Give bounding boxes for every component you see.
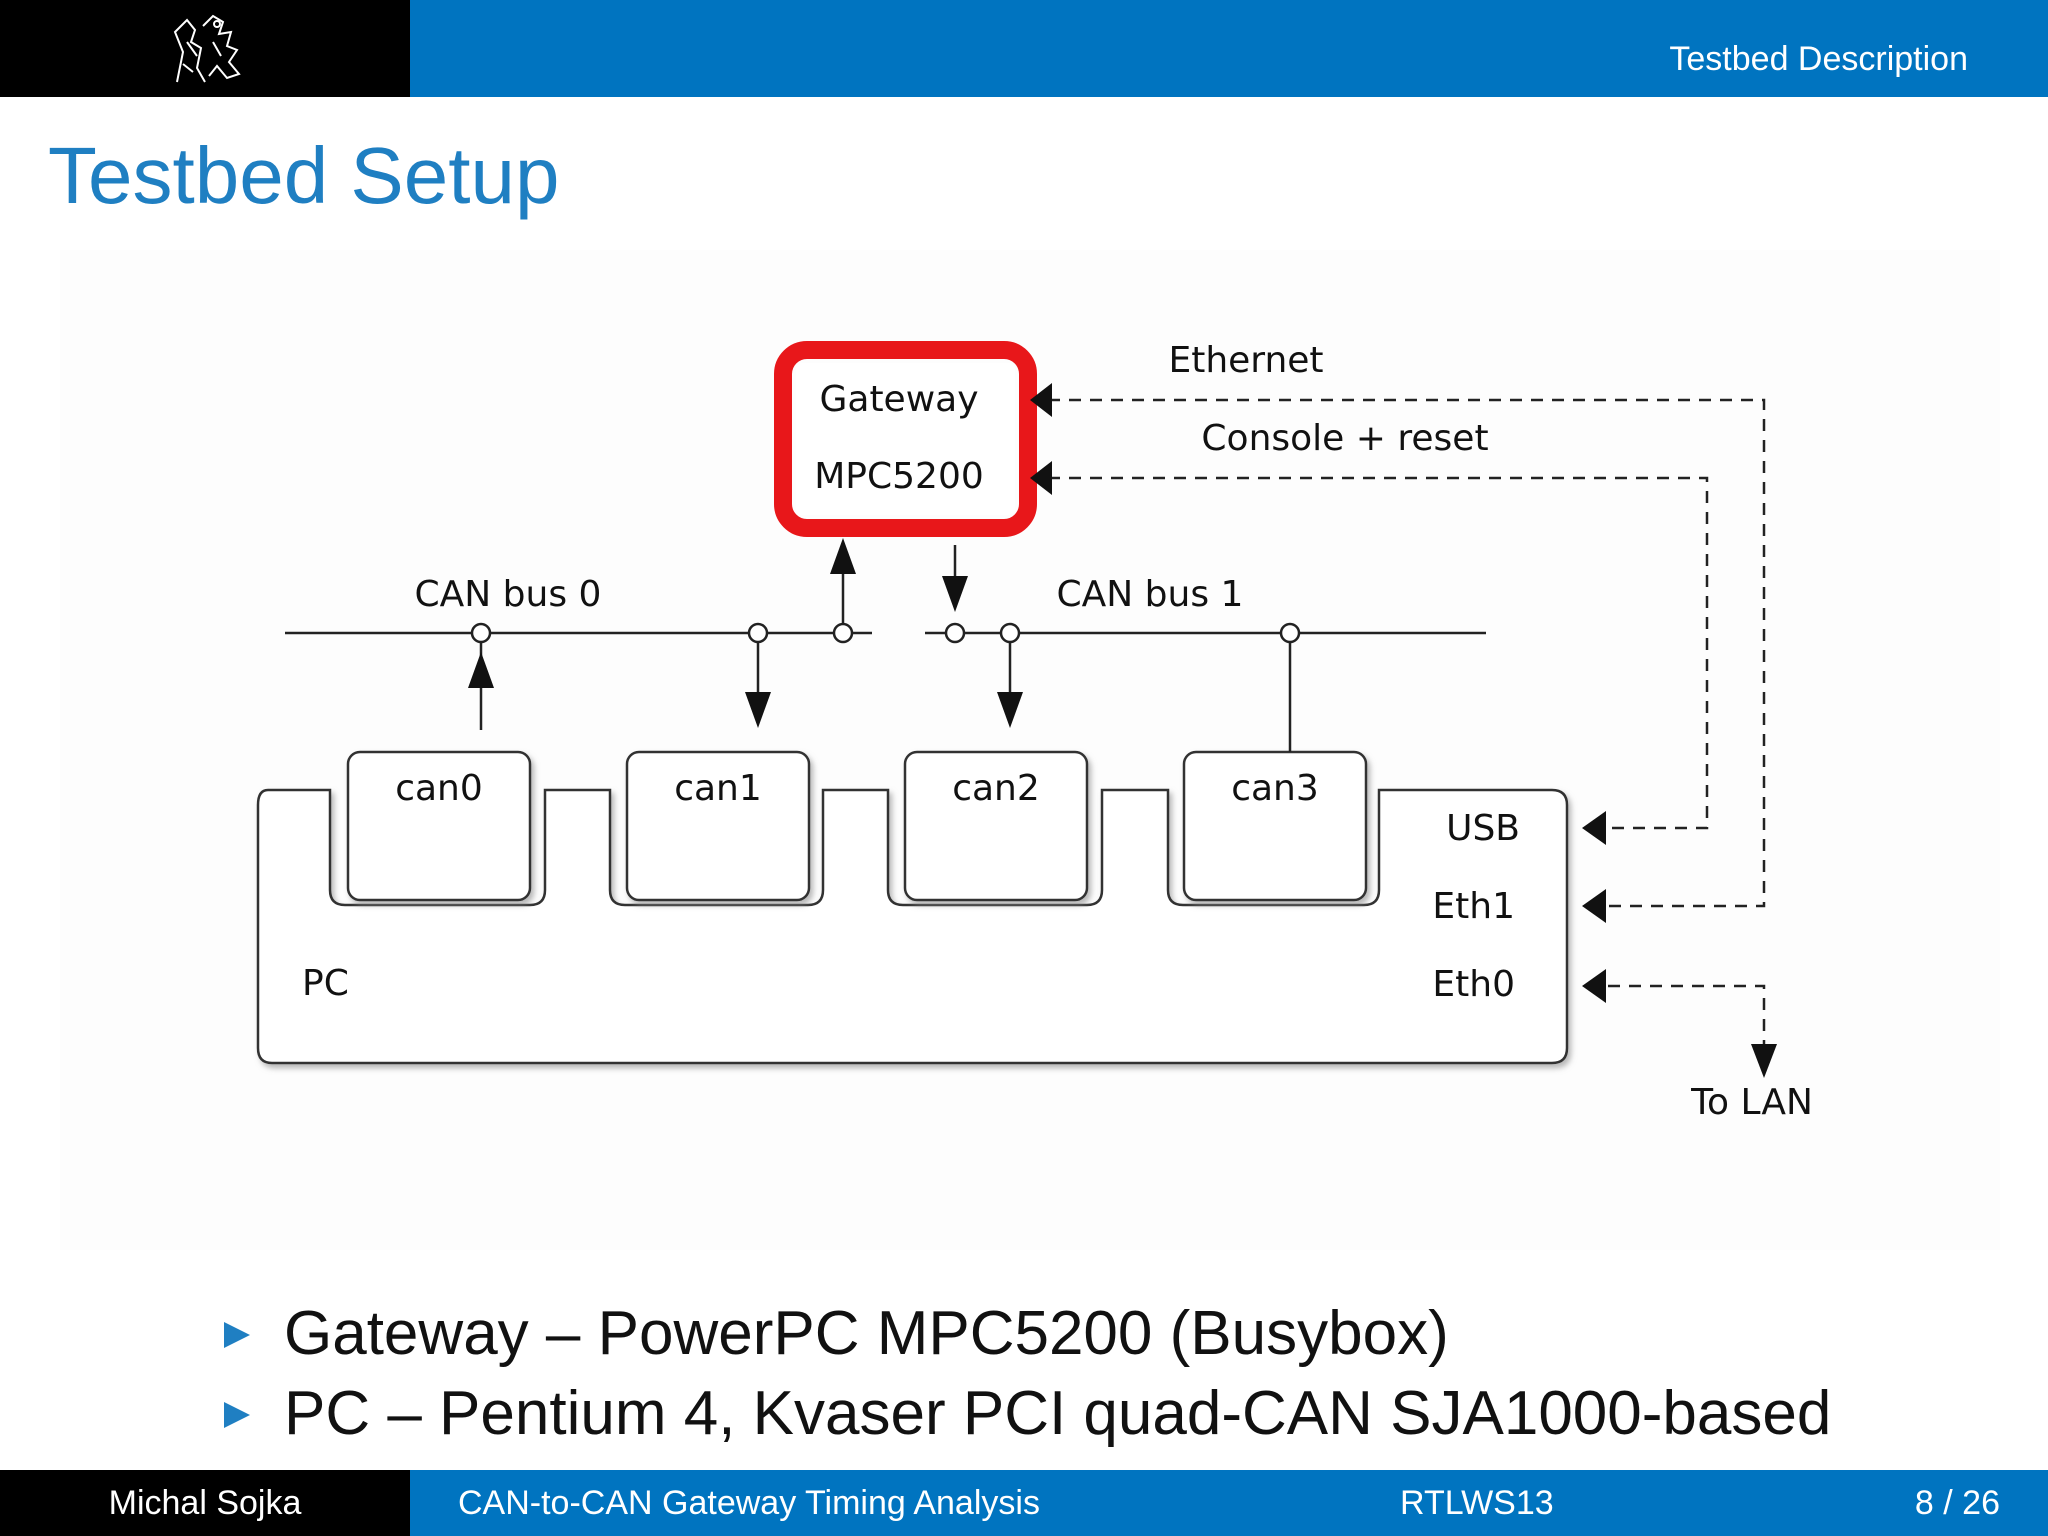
pc-chassis	[256, 788, 1569, 1065]
card-label-can3: can3	[1231, 768, 1319, 809]
arrow-up-can0	[468, 652, 494, 688]
bullet-triangle-icon	[224, 1402, 250, 1428]
bullet-item: PC – Pentium 4, Kvaser PCI quad-CAN SJA1…	[218, 1374, 1831, 1454]
console-label: Console + reset	[1201, 418, 1488, 459]
footer-author: Michal Sojka	[108, 1483, 302, 1522]
ethernet-link	[1048, 398, 1766, 908]
port-eth1-label: Eth1	[1432, 886, 1515, 927]
gateway-highlight	[774, 341, 1037, 537]
footer-conference: RTLWS13	[1400, 1484, 1554, 1522]
port-eth0-label: Eth0	[1432, 964, 1515, 1005]
ethernet-label: Ethernet	[1168, 340, 1323, 381]
arrow-down-gateway	[942, 576, 968, 612]
bus-tap-can1	[747, 622, 769, 644]
footer: Michal Sojka CAN-to-CAN Gateway Timing A…	[0, 1470, 2048, 1536]
to-lan-label: To LAN	[1690, 1082, 1813, 1123]
card-can0	[346, 750, 532, 902]
card-label-can2: can2	[952, 768, 1040, 809]
bus-tap-gateway-rx	[832, 622, 854, 644]
can-bus-1-label: CAN bus 1	[1057, 574, 1244, 615]
arrow-down-can2	[997, 692, 1023, 728]
footer-page-number: 8 / 26	[1914, 1484, 2000, 1522]
slide-title: Testbed Setup	[48, 131, 560, 220]
gateway-model: MPC5200	[814, 456, 984, 497]
card-can1	[625, 750, 811, 902]
card-can3	[1182, 750, 1368, 902]
bullet-item: Gateway – PowerPC MPC5200 (Busybox)	[218, 1294, 1831, 1374]
arrow-down-can1	[745, 692, 771, 728]
card-label-can0: can0	[395, 768, 483, 809]
card-can2	[903, 750, 1089, 902]
card-label-can1: can1	[674, 768, 762, 809]
arrow-ethernet-gateway	[1030, 383, 1052, 417]
bullet-list: Gateway – PowerPC MPC5200 (Busybox) PC –…	[218, 1294, 1831, 1454]
bullet-text: Gateway – PowerPC MPC5200 (Busybox)	[284, 1299, 1449, 1368]
gateway-box	[796, 363, 1015, 515]
console-link	[1048, 476, 1709, 830]
can-bus-0-label: CAN bus 0	[415, 574, 602, 615]
arrow-eth0	[1582, 969, 1606, 1003]
footer-info-block: CAN-to-CAN Gateway Timing Analysis RTLWS…	[410, 1470, 2048, 1536]
top-bar: Testbed Description	[0, 0, 2048, 97]
footer-author-block: Michal Sojka	[0, 1470, 410, 1536]
arrow-eth1	[1582, 889, 1606, 923]
footer-talk-title: CAN-to-CAN Gateway Timing Analysis	[458, 1484, 1040, 1522]
arrow-to-lan	[1751, 1044, 1777, 1078]
testbed-diagram: can0 can1 can2 can3 PC USB Eth1 Eth0 CAN…	[60, 250, 2000, 1250]
bullet-triangle-icon	[224, 1322, 250, 1348]
pc-label: PC	[302, 963, 349, 1004]
port-usb-label: USB	[1446, 808, 1520, 849]
logo-area	[0, 0, 410, 97]
section-bar: Testbed Description	[410, 0, 2048, 97]
lan-link	[1608, 984, 1766, 1050]
bus-tap-can3	[1279, 622, 1301, 644]
arrow-usb	[1582, 811, 1606, 845]
bus-tap-can0	[470, 622, 492, 644]
lion-crest-icon	[173, 14, 241, 82]
bus-tap-can2	[999, 622, 1021, 644]
section-title: Testbed Description	[1669, 40, 1968, 78]
arrow-console-gateway	[1030, 461, 1052, 495]
bus-tap-gateway-tx	[944, 622, 966, 644]
arrow-up-gateway	[830, 538, 856, 574]
gateway-name: Gateway	[819, 379, 978, 420]
bullet-text: PC – Pentium 4, Kvaser PCI quad-CAN SJA1…	[284, 1379, 1832, 1448]
